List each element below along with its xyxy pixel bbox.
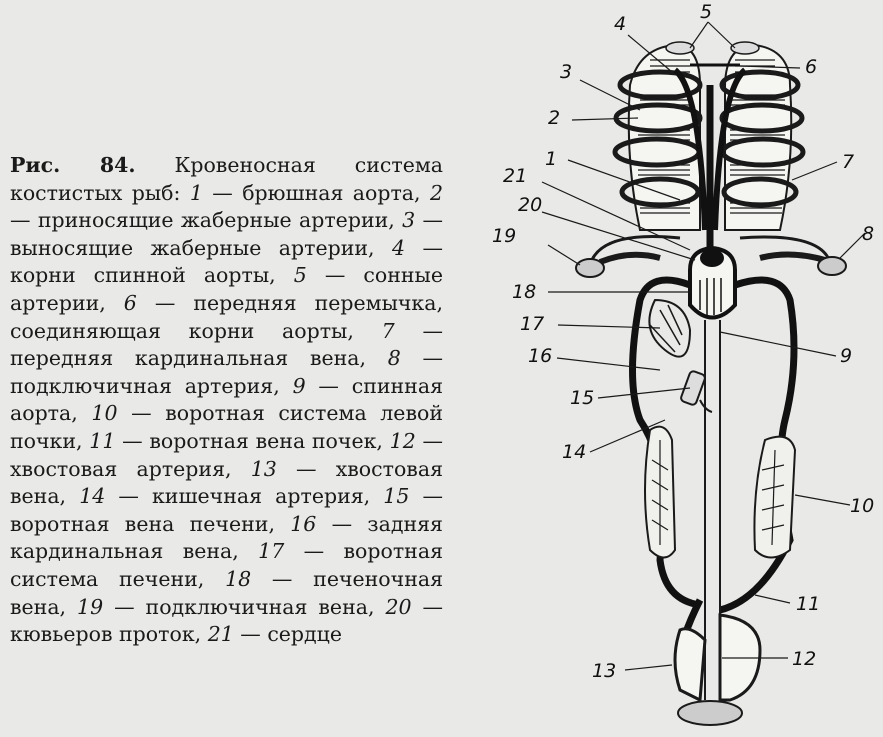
legend-number: 15: [383, 484, 410, 509]
leader-lines: [541, 21, 866, 671]
legend-number: 6: [123, 290, 137, 315]
carotid-tip-right: [730, 41, 760, 55]
legend-number: 11: [89, 428, 116, 453]
legend-number: 12: [389, 428, 416, 453]
gill-arches-left: [612, 43, 703, 231]
legend-number: 13: [250, 456, 277, 481]
label-7: 7: [842, 151, 854, 173]
diagram-labels: 1 2 3 4 5 6 7 8 9 10 11 12 13 14 15 16 1…: [492, 1, 874, 682]
label-11: 11: [796, 593, 820, 615]
label-2: 2: [548, 107, 560, 129]
label-6: 6: [805, 56, 817, 78]
legend-text: — передняя кардинальная вена,: [10, 318, 443, 371]
label-15: 15: [570, 387, 594, 409]
legend-text: — брюшная аорта,: [202, 180, 430, 205]
legend-number: 10: [91, 401, 118, 426]
legend-text: — воротная вена почек,: [115, 428, 390, 453]
legend-text: — передняя перемычка, соединяющая корни …: [10, 290, 443, 343]
legend-number: 5: [293, 263, 307, 288]
label-13: 13: [592, 660, 616, 682]
legend-text: — сердце: [233, 622, 342, 647]
legend-number: 21: [207, 622, 234, 647]
legend-number: 14: [79, 484, 106, 509]
legend-text: — приносящие жаберные артерии,: [10, 208, 403, 233]
label-4: 4: [614, 13, 626, 35]
dorsal-aorta: [704, 320, 721, 700]
legend-text: — воротная система левой почки,: [10, 401, 443, 453]
label-17: 17: [520, 313, 544, 335]
label-3: 3: [560, 61, 572, 83]
label-12: 12: [792, 648, 816, 670]
legend-text: — воротная вена печени,: [10, 484, 443, 536]
legend-text: — задняя кардинальная вена,: [10, 511, 443, 564]
label-19: 19: [492, 225, 516, 247]
figure-caption: Рис. 84. Кровеносная система костистых р…: [10, 152, 443, 649]
subclavian-vessels: [575, 235, 847, 278]
legend-number: 7: [381, 318, 395, 343]
liver-portal: [648, 298, 713, 413]
gill-arches-right: [719, 43, 806, 231]
label-9: 9: [840, 345, 852, 367]
legend-number: 18: [225, 566, 252, 591]
legend-number: 16: [290, 511, 317, 536]
legend-text: — выносящие жаберные артерии,: [10, 208, 443, 260]
legend-text: — кишечная артерия,: [105, 484, 384, 509]
legend-text: — корни спинной аорты,: [10, 235, 443, 288]
legend-number: 1: [189, 180, 203, 205]
label-14: 14: [562, 441, 586, 463]
legend-number: 3: [402, 208, 416, 233]
label-10: 10: [850, 495, 874, 517]
label-1: 1: [545, 148, 557, 170]
carotid-tip-left: [665, 41, 695, 55]
legend-text: — подключичная артерия,: [10, 346, 443, 398]
legend-text: — хвостовая вена,: [10, 456, 444, 509]
tail: [673, 613, 762, 726]
legend-text: — кювьеров проток,: [10, 594, 443, 647]
legend-number: 19: [77, 594, 104, 619]
legend-text: — подключичная вена,: [103, 594, 386, 619]
aorta-roots: [672, 63, 748, 231]
label-16: 16: [528, 345, 552, 367]
legend-number: 9: [292, 373, 306, 398]
label-5: 5: [700, 1, 712, 23]
label-21: 21: [503, 165, 527, 187]
figure-number: Рис. 84.: [10, 153, 136, 177]
legend-number: 2: [429, 180, 443, 205]
legend-text: — воротная система печени,: [10, 539, 444, 591]
label-8: 8: [862, 223, 874, 245]
legend-text: — хвостовая артерия,: [10, 428, 443, 481]
label-20: 20: [518, 194, 542, 216]
legend-text: — печеночная вена,: [10, 566, 444, 619]
legend-number: 4: [392, 235, 406, 260]
legend-number: 20: [385, 594, 412, 619]
legend-items: 1 — брюшная аорта, 2 — приносящие жаберн…: [10, 181, 443, 647]
legend-text: — сонные артерии,: [10, 263, 443, 315]
label-18: 18: [512, 281, 536, 303]
legend-number: 17: [258, 539, 285, 564]
caption-intro: Кровеносная система костистых рыб:: [10, 153, 444, 205]
legend-number: 8: [387, 346, 401, 371]
heart: [688, 245, 737, 320]
legend-text: — спинная аорта,: [10, 373, 444, 426]
kidneys: [644, 425, 797, 559]
